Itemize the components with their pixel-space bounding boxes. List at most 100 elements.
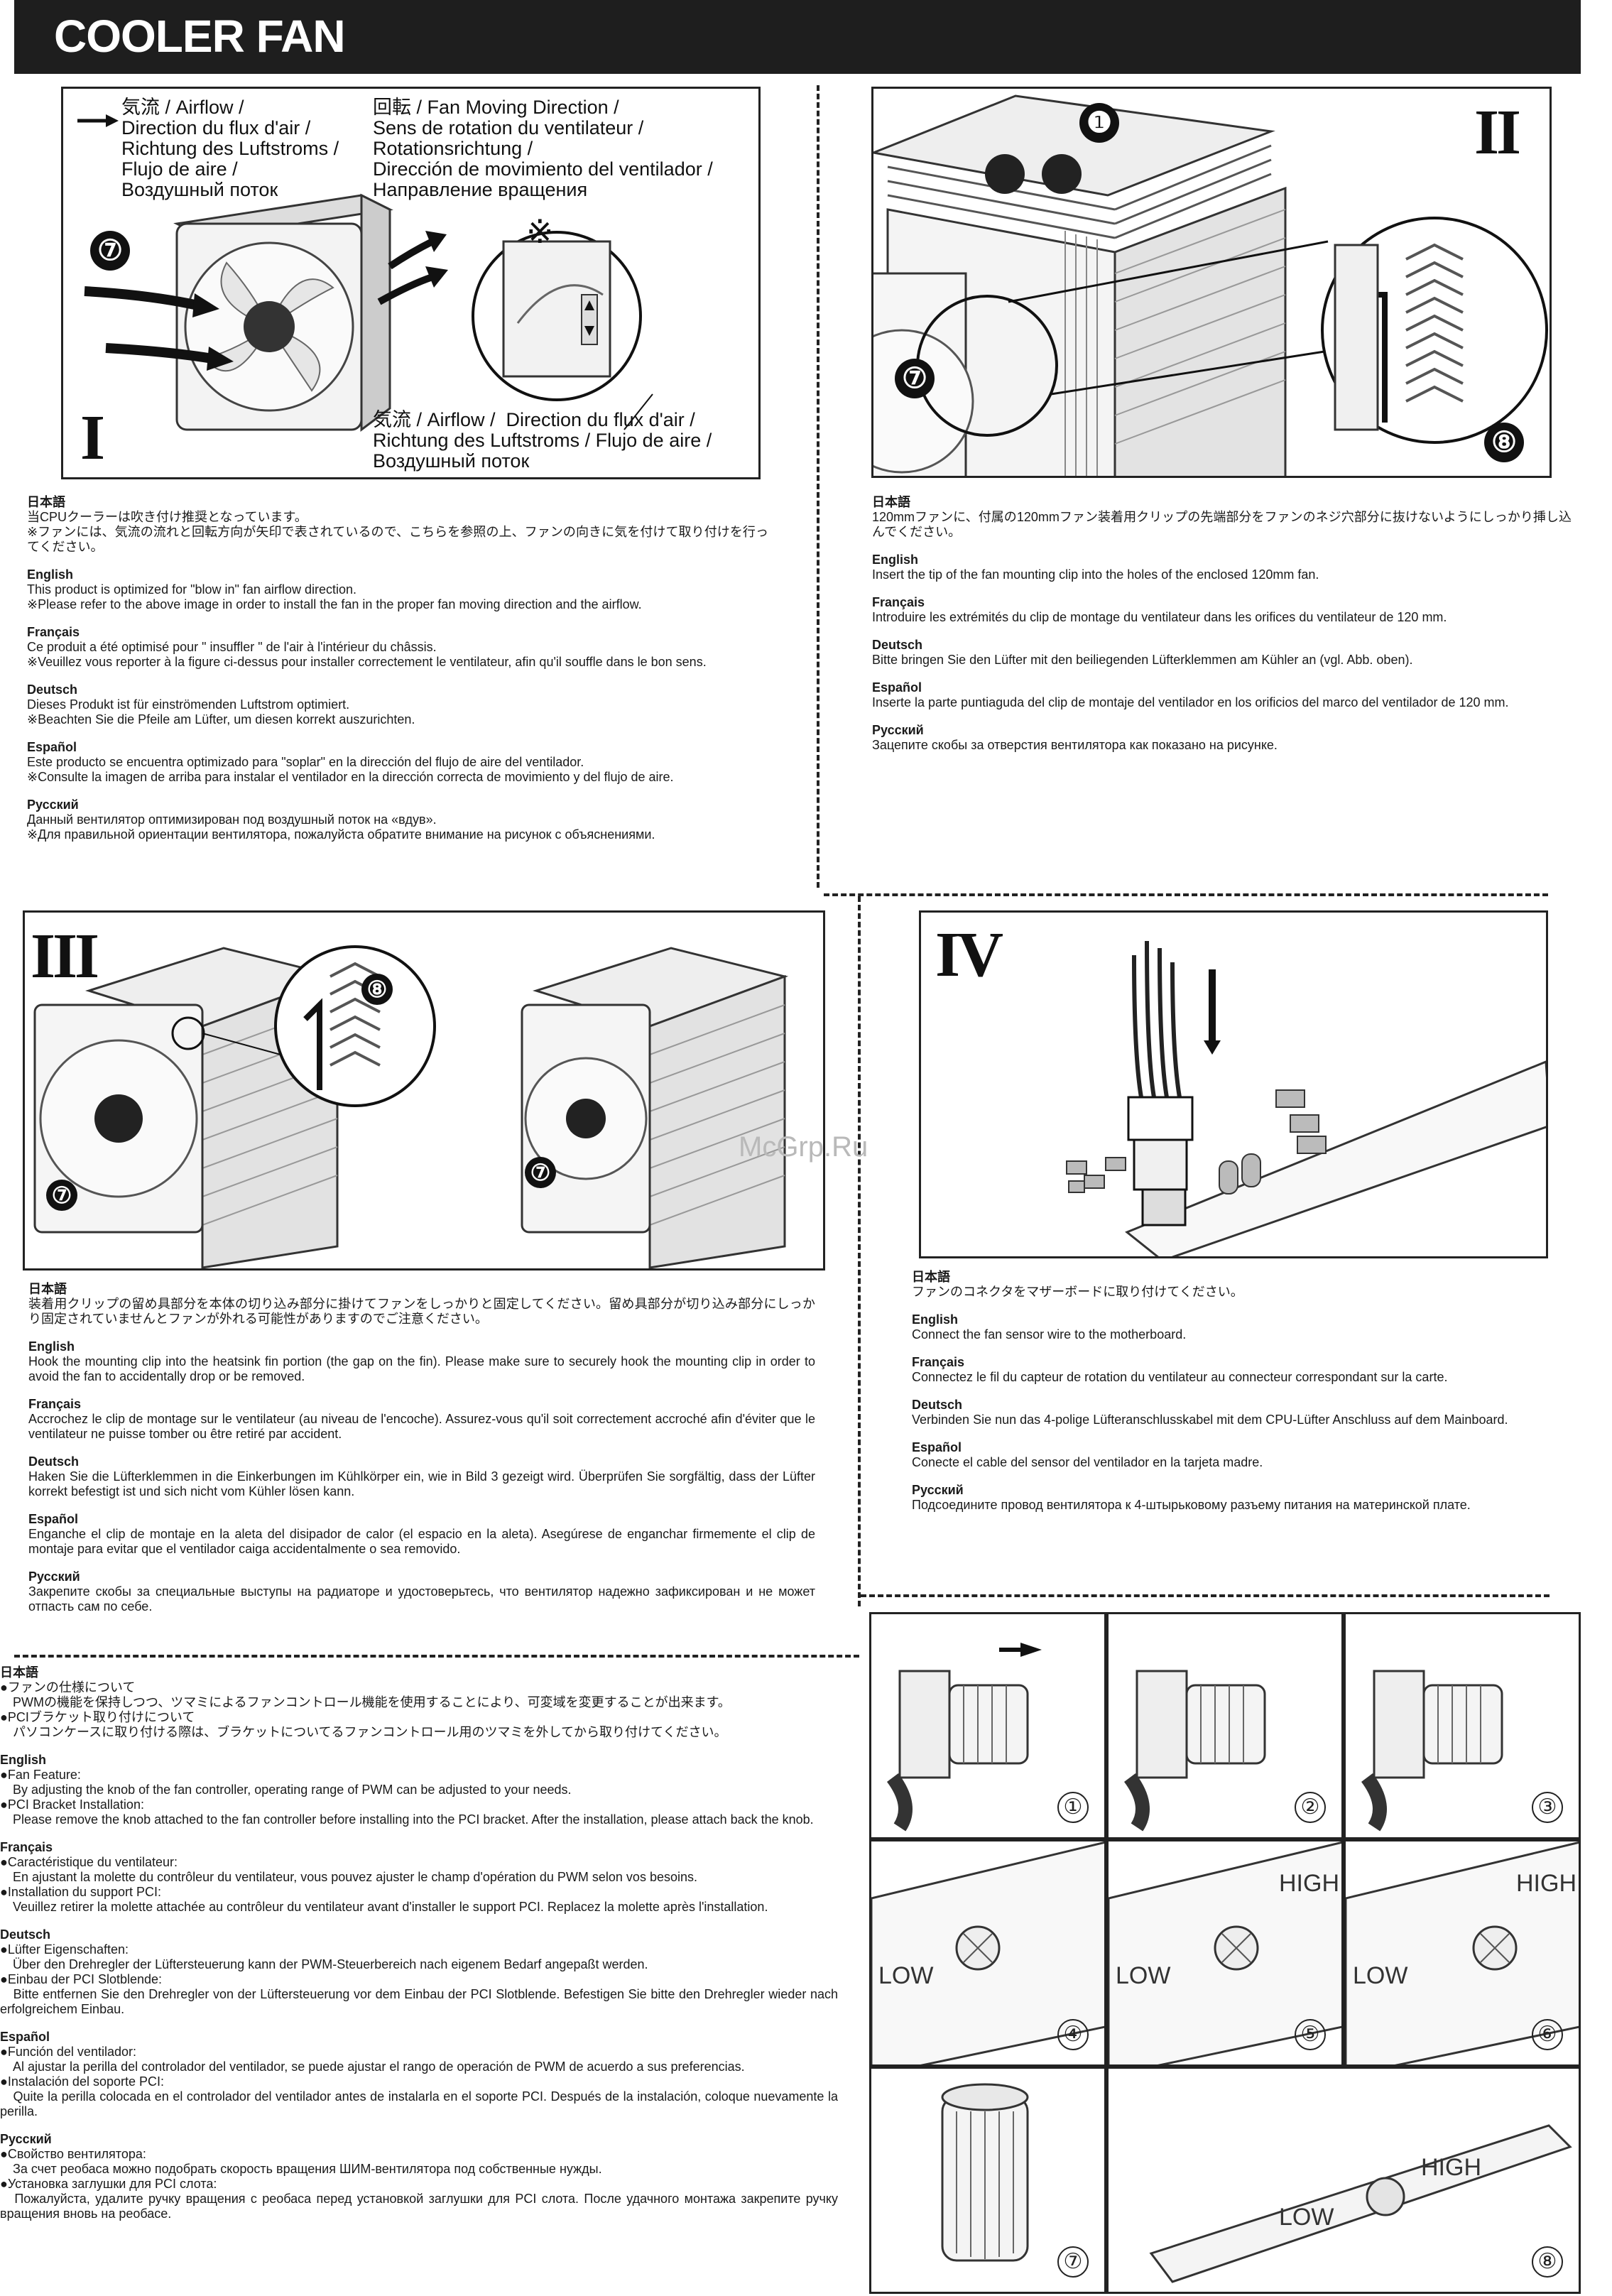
language-heading: 日本語	[872, 495, 910, 509]
clip-badge: ⑧	[361, 974, 393, 1005]
panel-numeral: IV	[935, 920, 1003, 990]
clip-detail-icon	[202, 945, 436, 1107]
language-heading: Русский	[872, 723, 924, 737]
fan-icon	[173, 193, 393, 432]
bracket-illustration	[941, 2083, 1029, 2262]
heatsink-illustration	[873, 94, 1548, 476]
language-heading: Español	[0, 2030, 50, 2044]
language-heading: 日本語	[28, 1282, 67, 1296]
high-label: HIGH	[1421, 2154, 1481, 2181]
instruction-line: ファンのコネクタをマザーボードに取り付けてください。	[912, 1285, 1243, 1299]
dial-illustration	[1346, 1841, 1579, 2064]
low-label: LOW	[1279, 2204, 1334, 2231]
knob-illustration	[1361, 1670, 1503, 1832]
language-heading: Русский	[0, 2132, 52, 2146]
instruction-line: Please remove the knob attached to the f…	[0, 1812, 814, 1827]
instruction-line: ●ファンの仕様について	[0, 1680, 136, 1694]
rotation-legend: 回転 / Fan Moving Direction / Sens de rota…	[373, 97, 713, 200]
connector-icon	[1127, 1096, 1194, 1226]
step-number: ⑦	[1057, 2246, 1089, 2278]
separator-horizontal-3	[14, 1655, 859, 1658]
language-heading: Français	[28, 1397, 82, 1411]
knob-step-2: ②	[1106, 1612, 1344, 1839]
instruction-line: ●Lüfter Eigenschaften:	[0, 1942, 129, 1957]
instruction-line: Connect the fan sensor wire to the mothe…	[912, 1327, 1187, 1342]
instruction-line: Introduire les extrémités du clip de mon…	[872, 610, 1447, 624]
separator-horizontal-1	[824, 893, 1548, 896]
instruction-line: ※Please refer to the above image in orde…	[27, 597, 642, 611]
instructions-step-1: 日本語当CPUクーラーは吹き付け推奨となっています。※ファンには、気流の流れと回…	[27, 495, 768, 842]
fan-illustration	[77, 114, 653, 432]
page-title: COOLER FAN	[54, 11, 346, 62]
instruction-line: Hook the mounting clip into the heatsink…	[28, 1354, 815, 1383]
panel-numeral: II	[1474, 97, 1521, 168]
language-heading: Deutsch	[872, 638, 923, 652]
instruction-line: ●Установка заглушки для PCI слота:	[0, 2177, 217, 2191]
knob-installation-grid: ①②③LOWHIGH④LOWHIGH⑤LOWHIGH⑥⑦LOWHIGH⑧	[869, 1612, 1581, 2294]
instruction-line: Este producto se encuentra optimizado pa…	[27, 755, 584, 769]
heatsink-right-icon	[521, 947, 789, 1268]
instruction-line: ※Beachten Sie die Pfeile am Lüfter, um d…	[27, 712, 415, 727]
separator-horizontal-2	[861, 1594, 1550, 1597]
language-heading: Русский	[912, 1483, 964, 1497]
language-heading: Français	[0, 1840, 53, 1854]
knob-step-4: LOWHIGH④	[869, 1839, 1106, 2067]
instruction-line: Пожалуйста, удалите ручку вращения с рео…	[0, 2192, 838, 2221]
instruction-line: ●Einbau der PCI Slotblende:	[0, 1972, 163, 1986]
fan-badge-left: ⑦	[46, 1180, 77, 1211]
bracket-illustration	[1149, 2124, 1572, 2283]
instruction-line: За счет реобаса можно подобрать скорость…	[0, 2162, 602, 2176]
instruction-line: 120mmファンに、付属の120mmファン装着用クリップの先端部分をファンのネジ…	[872, 510, 1572, 539]
low-label: LOW	[1116, 1962, 1171, 1989]
instruction-line: ●Función del ventilador:	[0, 2045, 136, 2059]
instruction-line: Закрепите скобы за специальные выступы н…	[28, 1584, 815, 1614]
step-number: ②	[1295, 1792, 1326, 1823]
step-badge-1: ❶	[1079, 103, 1119, 143]
instruction-line: Connectez le fil du capteur de rotation …	[912, 1370, 1448, 1384]
low-label: LOW	[1353, 1962, 1408, 1989]
instruction-line: This product is optimized for "blow in" …	[27, 582, 356, 597]
instruction-line: En ajustant la molette du contrôleur du …	[0, 1870, 697, 1884]
instruction-line: Данный вентилятор оптимизирован под возд…	[27, 812, 437, 827]
separator-vertical-mid	[858, 896, 861, 1606]
instruction-line: Bitte bringen Sie den Lüfter mit den bei…	[872, 653, 1413, 667]
knob-step-1: ①	[869, 1612, 1106, 1839]
language-heading: Deutsch	[27, 682, 78, 697]
language-heading: Français	[912, 1355, 965, 1369]
instruction-line: ●PCIブラケット取り付けについて	[0, 1710, 195, 1724]
connector-illustration	[1066, 940, 1546, 1256]
instruction-line: ●Fan Feature:	[0, 1768, 81, 1782]
dial-illustration	[1109, 1841, 1341, 2064]
instruction-line: ※Consulte la imagen de arriba para insta…	[27, 770, 674, 784]
fan-badge-right: ⑦	[525, 1157, 556, 1188]
instruction-line: パソコンケースに取り付ける際は、ブラケットについてるファンコントロール用のツマミ…	[0, 1725, 727, 1739]
diagram-panel-3: III	[23, 910, 825, 1271]
diagram-panel-1: I ⑦	[61, 87, 761, 479]
knob-illustration	[886, 1643, 1042, 1832]
diagram-panel-2: II ❶ ⑦ ⑧	[871, 87, 1552, 478]
heatsink-pair-illustration	[33, 945, 789, 1268]
cable-icon	[1132, 940, 1182, 1098]
instruction-line: PWMの機能を保持しつつ、ツマミによるファンコントロール機能を使用することにより…	[0, 1695, 731, 1709]
fan-badge: ⑦	[895, 359, 935, 398]
instruction-line: 当CPUクーラーは吹き付け推奨となっています。	[27, 510, 307, 524]
language-heading: English	[0, 1753, 47, 1767]
instruction-line: ※Veuillez vous reporter à la figure ci-d…	[27, 655, 707, 669]
instruction-line: Подсоедините провод вентилятора к 4-штыр…	[912, 1498, 1471, 1512]
language-heading: English	[28, 1339, 75, 1354]
fan-badge: ⑦	[90, 231, 130, 271]
high-label: HIGH	[1279, 1870, 1339, 1897]
instruction-line: Insert the tip of the fan mounting clip …	[872, 567, 1319, 582]
step-number: ③	[1532, 1792, 1563, 1823]
rotation-detail-icon	[472, 231, 642, 401]
language-heading: Deutsch	[28, 1454, 80, 1469]
clip-badge: ⑧	[1484, 423, 1524, 462]
instruction-line: ●Свойство вентилятора:	[0, 2147, 146, 2161]
instruction-line: Haken Sie die Lüfterklemmen in die Einke…	[28, 1469, 815, 1498]
instruction-line: 装着用クリップの留め具部分を本体の切り込み部分に掛けてファンをしっかりと固定して…	[28, 1297, 815, 1326]
language-heading: English	[912, 1312, 959, 1327]
outflow-arrow-icon	[377, 231, 448, 305]
